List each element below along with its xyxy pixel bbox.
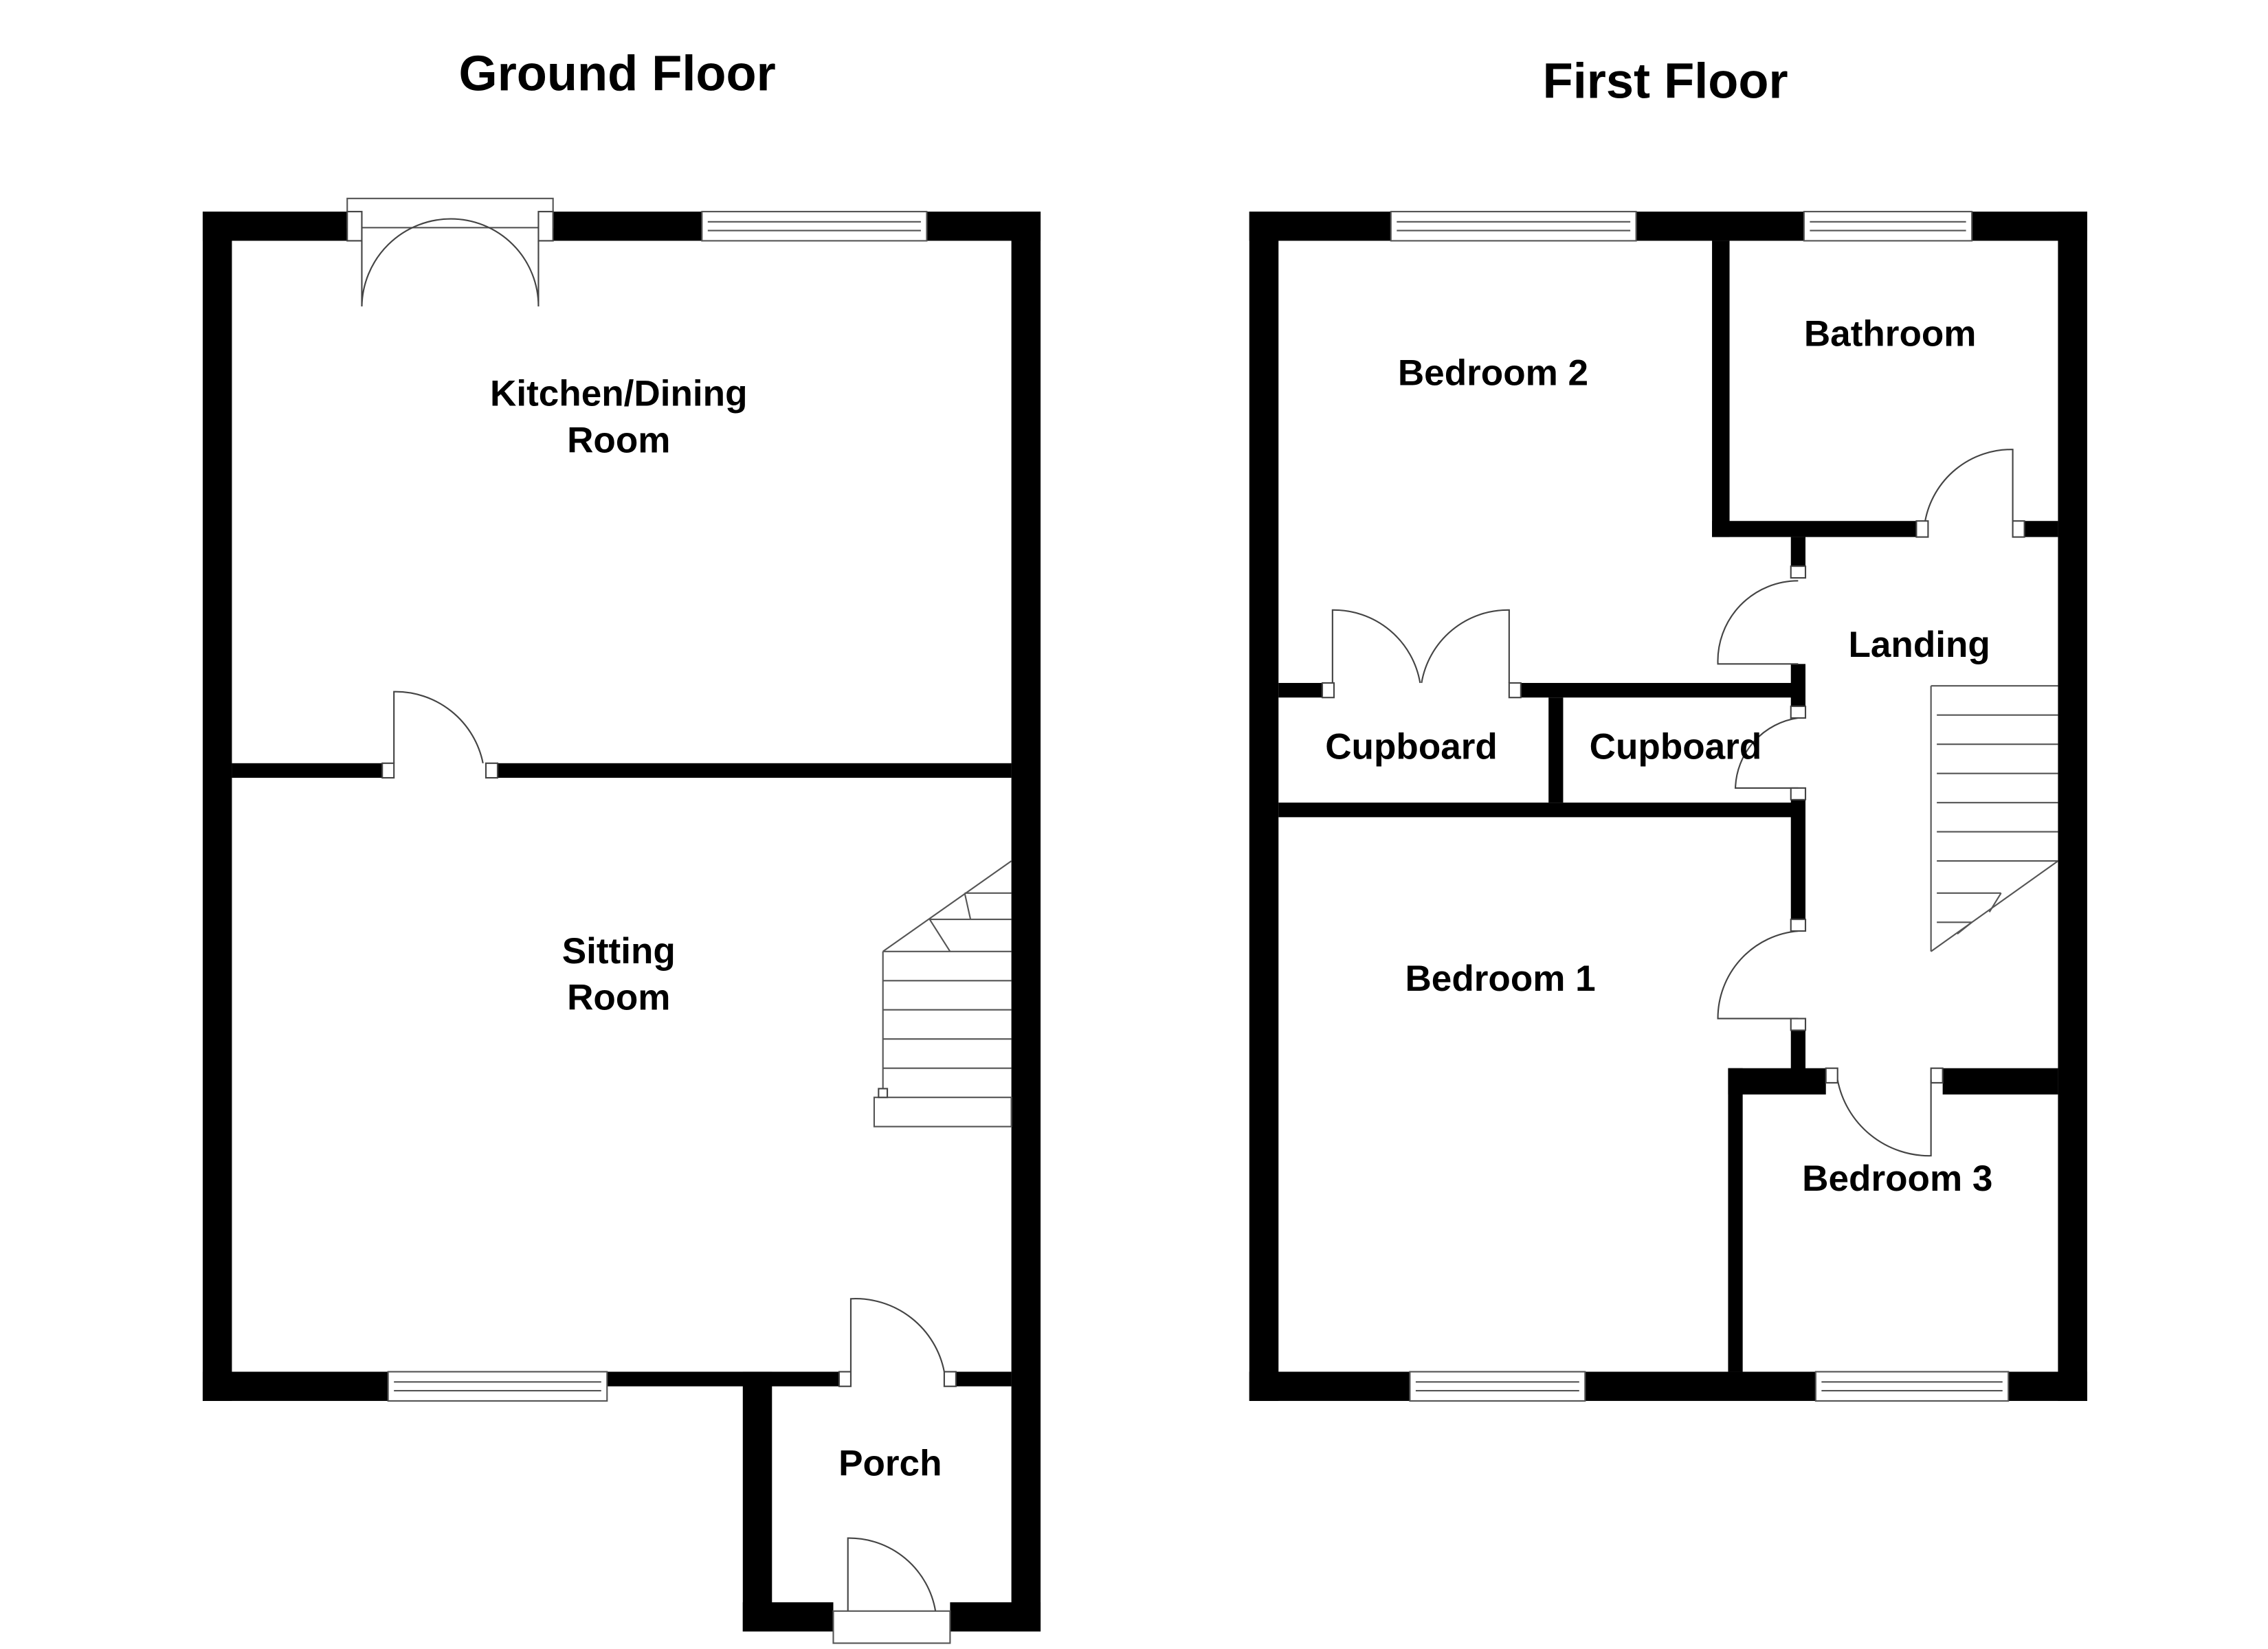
ground-floor-plan: Kitchen/Dining Room Sitting Room Porch bbox=[202, 197, 1041, 1644]
door bbox=[381, 691, 499, 779]
room-label-kitchen: Kitchen/Dining bbox=[490, 373, 747, 414]
door bbox=[1717, 565, 1807, 665]
staircase bbox=[873, 860, 1012, 1128]
room-label-porch: Porch bbox=[838, 1443, 942, 1483]
staircase bbox=[1930, 685, 2059, 952]
window bbox=[701, 210, 928, 242]
window bbox=[1814, 1371, 2010, 1402]
room-label-sitting-2: Room bbox=[567, 978, 670, 1018]
first-floor-plan: Bedroom 2 Bathroom Landing Cupboard Cupb… bbox=[1249, 210, 2087, 1402]
room-label-sitting: Sitting bbox=[562, 931, 676, 972]
window bbox=[1803, 210, 1973, 242]
door bbox=[1734, 705, 1807, 800]
window bbox=[1409, 1371, 1586, 1402]
room-label-cupboard-2: Cupboard bbox=[1590, 726, 1762, 767]
cupboard-doors bbox=[1321, 609, 1522, 699]
front-door bbox=[832, 1537, 951, 1644]
door bbox=[1717, 918, 1807, 1031]
room-label-bedroom1: Bedroom 1 bbox=[1405, 958, 1595, 999]
window bbox=[387, 1371, 608, 1402]
room-label-landing: Landing bbox=[1848, 625, 1990, 665]
first-floor-title: First Floor bbox=[1543, 54, 1788, 109]
room-label-bedroom3: Bedroom 3 bbox=[1802, 1158, 1992, 1199]
door bbox=[1915, 449, 2025, 538]
room-label-bedroom2: Bedroom 2 bbox=[1398, 353, 1588, 394]
french-doors bbox=[346, 197, 554, 307]
room-label-kitchen-2: Room bbox=[567, 420, 670, 460]
window bbox=[1390, 210, 1637, 242]
door bbox=[1825, 1067, 1944, 1157]
room-label-bathroom: Bathroom bbox=[1804, 313, 1977, 354]
door bbox=[838, 1298, 957, 1387]
ground-floor-title: Ground Floor bbox=[459, 47, 776, 102]
room-label-cupboard-1: Cupboard bbox=[1325, 726, 1498, 767]
